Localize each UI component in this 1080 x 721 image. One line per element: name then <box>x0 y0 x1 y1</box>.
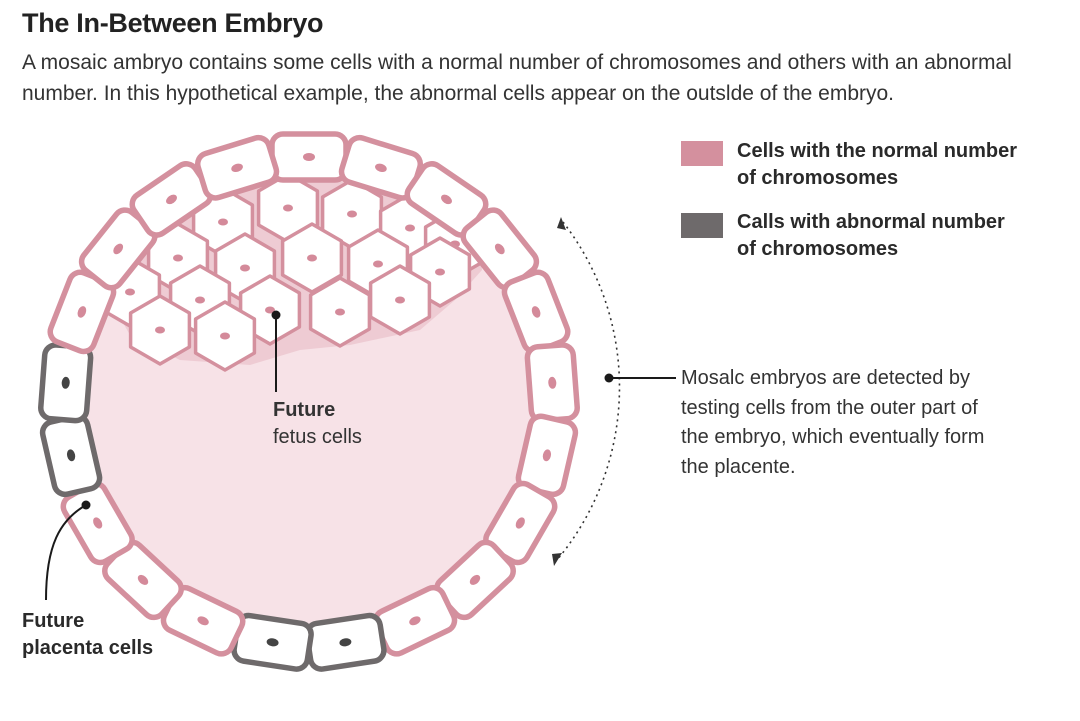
inner-normal-cell <box>368 264 432 336</box>
detection-annotation: Mosalc embryos are detected by testing c… <box>681 367 985 478</box>
abnormal-cell <box>39 413 103 498</box>
cell-nucleus <box>155 326 165 334</box>
cell-nucleus <box>197 616 209 626</box>
cell-nucleus <box>218 218 228 226</box>
legend-normal-label: Cells with the normal number of chromoso… <box>737 140 1018 189</box>
cell-nucleus <box>373 260 383 268</box>
cell-nucleus <box>195 296 205 304</box>
cell-nucleus <box>435 268 445 276</box>
outer-part-arc <box>556 221 621 561</box>
cell-nucleus <box>231 163 243 173</box>
fetus-pointer-dot <box>271 310 281 320</box>
cell-nucleus <box>125 288 135 296</box>
arc-arrow-bottom-icon <box>552 553 562 566</box>
cell-nucleus <box>93 517 103 529</box>
cell-nucleus <box>66 449 76 462</box>
cell-nucleus <box>494 243 505 255</box>
cell-nucleus <box>240 264 250 272</box>
normal-cell <box>194 134 280 201</box>
cell-nucleus <box>395 296 405 304</box>
cell-nucleus <box>77 306 87 318</box>
annotation-pointer-dot <box>604 373 614 383</box>
cell-nucleus <box>542 449 552 462</box>
cell-nucleus <box>405 224 415 232</box>
legend-normal-swatch <box>681 141 723 166</box>
inner-normal-cell <box>280 222 344 294</box>
arc-arrow-top-icon <box>557 217 566 230</box>
cell-nucleus <box>220 332 230 340</box>
abnormal-cell <box>38 342 94 424</box>
cell-nucleus <box>265 306 275 314</box>
normal-cell <box>524 342 580 424</box>
cell-nucleus <box>339 638 352 647</box>
cell-nucleus <box>335 308 345 316</box>
page-title: The In-Between Embryo <box>22 8 324 38</box>
abnormal-cell <box>304 612 387 672</box>
inner-normal-cell <box>128 294 192 366</box>
cell-nucleus <box>113 243 124 255</box>
cell-nucleus <box>303 153 315 161</box>
cell-nucleus <box>409 616 421 626</box>
cell-nucleus <box>173 254 183 262</box>
cell-nucleus <box>441 194 452 205</box>
legend-abnormal-label: Calls with abnormal number of chromosome… <box>737 211 1005 260</box>
legend-abnormal-swatch <box>681 213 723 238</box>
cell-nucleus <box>347 210 357 218</box>
cell-nucleus <box>531 306 541 318</box>
cell-nucleus <box>469 574 481 585</box>
future-fetus-label: Future fetus cells <box>273 399 362 448</box>
cell-nucleus <box>307 254 317 262</box>
future-placenta-label: Future placenta cells <box>22 610 154 659</box>
cell-nucleus <box>548 376 557 389</box>
placenta-pointer-line <box>45 504 87 601</box>
placenta-pointer-dot <box>81 500 91 510</box>
inner-normal-cell <box>308 276 372 348</box>
cell-nucleus <box>283 204 293 212</box>
cell-nucleus <box>266 638 279 647</box>
normal-cell <box>269 131 349 183</box>
cell-nucleus <box>166 194 177 205</box>
cell-nucleus <box>515 517 525 529</box>
inner-normal-cell <box>193 300 257 372</box>
page-subtitle: A mosaic ambryo contains some cells with… <box>22 51 1012 105</box>
cell-nucleus <box>137 574 149 585</box>
cell-nucleus <box>375 163 387 173</box>
cell-nucleus <box>61 376 70 389</box>
